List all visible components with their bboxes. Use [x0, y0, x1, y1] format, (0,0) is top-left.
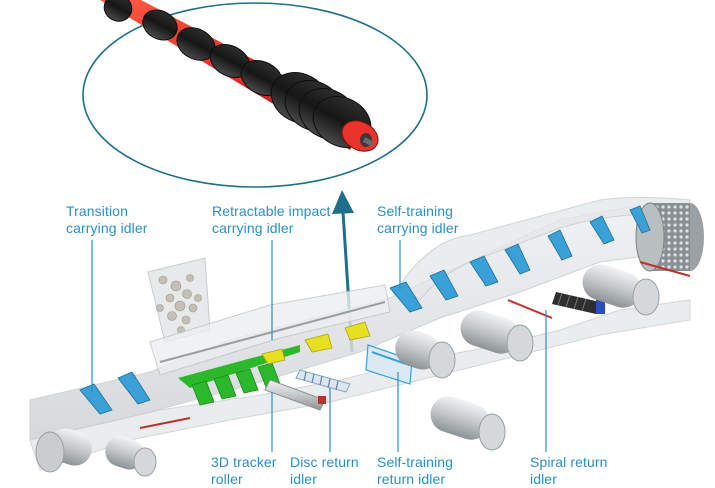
label-disc-return-idler: Disc return idler — [290, 454, 359, 488]
label-line: 3D tracker — [211, 454, 277, 470]
label-line: Self-training — [377, 454, 454, 470]
head-drum-icon — [635, 202, 704, 272]
label-3d-tracker-roller: 3D tracker roller — [211, 454, 277, 488]
magnified-roller-icon — [82, 0, 428, 188]
label-line: carrying idler — [377, 220, 459, 236]
label-line: idler — [290, 471, 317, 487]
leader-lines — [91, 240, 547, 452]
label-line: carrying idler — [66, 220, 148, 236]
disc-return-idler — [295, 369, 351, 393]
label-self-training-carrying-idler: Self-training carrying idler — [377, 203, 459, 237]
label-line: Disc return — [290, 454, 359, 470]
idler-brackets — [79, 205, 651, 415]
label-spiral-return-idler: Spiral return idler — [530, 454, 608, 488]
tracker-roller — [264, 379, 326, 411]
label-line: Transition — [66, 203, 128, 219]
label-line: Spiral return — [530, 454, 608, 470]
ore-hopper-icon — [147, 257, 211, 343]
label-line: idler — [530, 471, 557, 487]
label-line: roller — [211, 471, 243, 487]
impact-roller — [100, 0, 379, 152]
callout-ring — [82, 2, 428, 188]
label-line: carrying idler — [212, 220, 294, 236]
spiral-return-roller — [552, 292, 605, 314]
label-self-training-return-idler: Self-training return idler — [377, 454, 453, 488]
label-line: Retractable impact — [212, 203, 331, 219]
label-line: return idler — [377, 471, 446, 487]
label-line: Self-training — [377, 203, 454, 219]
retractable-impact-bed — [178, 321, 371, 406]
label-retractable-impact-carrying-idler: Retractable impact carrying idler — [212, 203, 331, 237]
return-rollers — [35, 264, 660, 477]
label-transition-carrying-idler: Transition carrying idler — [66, 203, 148, 237]
return-frames — [139, 261, 691, 429]
